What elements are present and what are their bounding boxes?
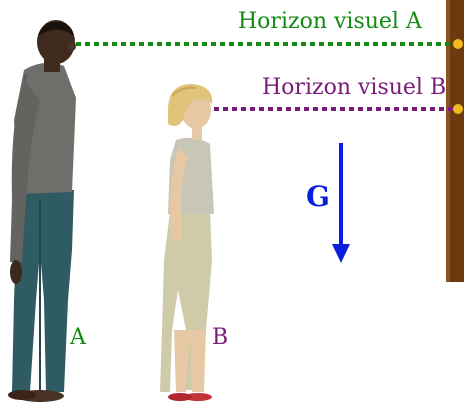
person-a-figure xyxy=(8,20,76,402)
person-b-label: B xyxy=(212,325,229,350)
gravity-arrow-icon xyxy=(332,143,350,263)
marker-a xyxy=(453,39,463,49)
wooden-pole xyxy=(446,0,464,282)
marker-b xyxy=(453,104,463,114)
horizon-b-label: Horizon visuel B xyxy=(262,75,447,100)
pole-shadow xyxy=(446,0,450,282)
horizon-a-label: Horizon visuel A xyxy=(238,9,422,34)
person-a-label: A xyxy=(70,325,86,350)
person-b-figure xyxy=(160,84,214,401)
gravity-label: G xyxy=(306,180,330,213)
